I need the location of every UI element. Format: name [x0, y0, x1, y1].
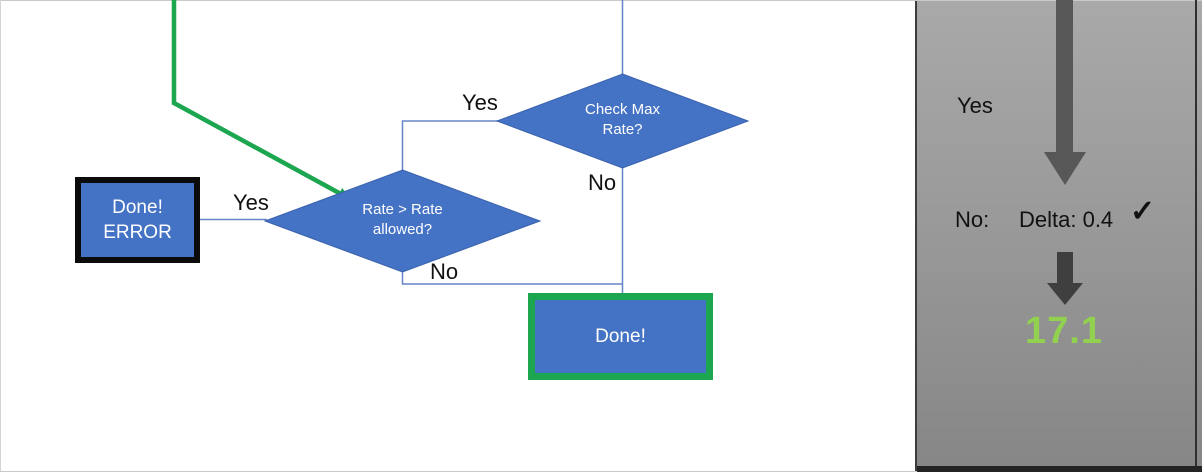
done-error-box[interactable]: Done! ERROR: [75, 177, 200, 263]
done-box-label: Done!: [595, 326, 646, 347]
connector-check-max-yes: [401, 120, 498, 170]
done-error-box-label: Done! ERROR: [103, 197, 172, 243]
result-value: 17.1: [1025, 310, 1103, 352]
checkmark-icon: ✓: [1130, 195, 1156, 228]
check-max-yes-label: Yes: [462, 90, 498, 115]
decision-rate-allowed-label: Rate > Rate allowed?: [362, 201, 443, 238]
down-arrow-icon: [1047, 252, 1083, 305]
panel-no-label: No:: [955, 207, 990, 232]
canvas-left-border: [0, 0, 1, 472]
rate-allowed-no-label: No: [430, 259, 459, 284]
done-box[interactable]: Done!: [528, 293, 713, 380]
panel-right-border: [1195, 0, 1197, 472]
rate-allowed-yes-label: Yes: [233, 190, 269, 215]
panel-yes-label: Yes: [957, 93, 993, 118]
connector-rate-allowed-no: [401, 272, 623, 285]
canvas-top-border: [0, 0, 1202, 1]
down-arrow-icon: [1044, 0, 1086, 185]
check-max-no-label: No: [588, 170, 617, 195]
panel-bottom-border: [917, 466, 1202, 472]
green-flow-arrow-icon: [171, 0, 351, 199]
decision-check-max-rate[interactable]: [495, 73, 750, 169]
decision-check-max-rate-label: Check Max Rate?: [584, 101, 661, 138]
decision-rate-allowed[interactable]: [263, 169, 542, 273]
panel-delta-value: Delta: 0.4: [1019, 207, 1114, 232]
